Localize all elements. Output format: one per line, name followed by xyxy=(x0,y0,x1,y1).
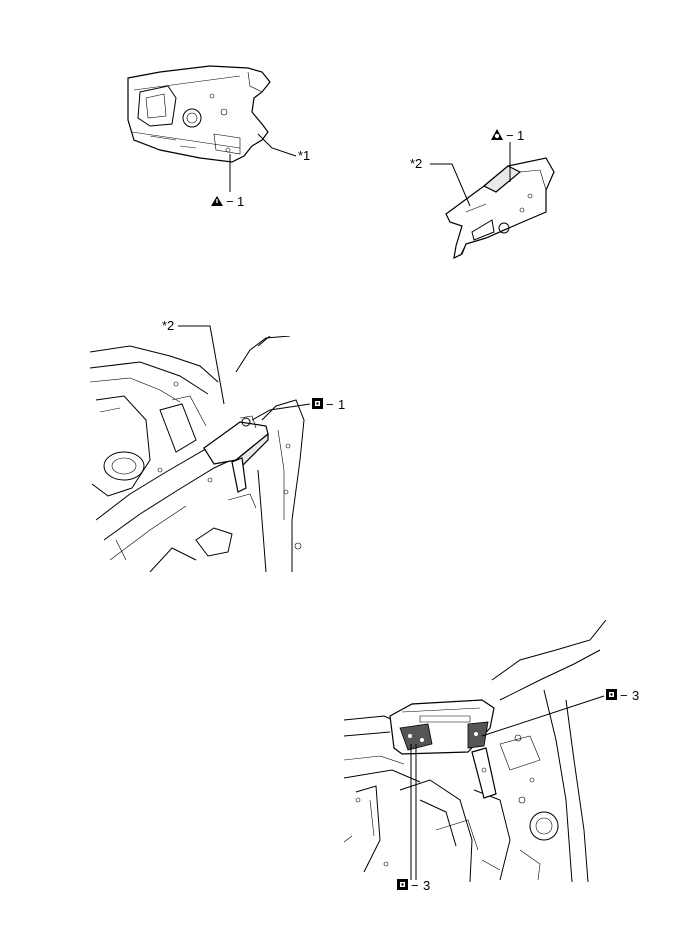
label-fig4-right-qty: 3 xyxy=(632,688,639,703)
square-weld-icon xyxy=(606,689,617,700)
spot-weld-triangle-icon xyxy=(491,129,503,140)
label-fig1-qty: 1 xyxy=(237,194,244,209)
label-fig2-part: *2 xyxy=(410,156,422,171)
dash-fig4-right: − xyxy=(620,688,628,703)
square-weld-icon xyxy=(312,398,323,409)
warning-triangle-icon xyxy=(211,196,223,206)
dash-fig2: − xyxy=(506,128,514,143)
label-fig3-part: *2 xyxy=(162,318,174,333)
leader-line-fig3-part xyxy=(178,325,225,405)
label-fig3-qty: 1 xyxy=(338,397,345,412)
label-fig2-qty: 1 xyxy=(517,128,524,143)
figure-4-body-structure xyxy=(344,620,606,882)
figure-1-part xyxy=(127,65,271,163)
leader-line-fig4-right xyxy=(481,695,605,737)
label-fig4-bottom-qty: 3 xyxy=(423,878,430,893)
leader-line-fig2-part xyxy=(430,163,471,207)
dash-fig3: − xyxy=(326,397,334,412)
label-fig1-part: *1 xyxy=(298,148,310,163)
dash-fig1: − xyxy=(226,194,234,209)
figure-2-part xyxy=(445,157,555,260)
leader-line-fig3-qty xyxy=(251,403,311,421)
figure-3-body-structure xyxy=(90,336,305,572)
leader-line-fig1-part xyxy=(257,133,297,157)
dash-fig4-bottom: − xyxy=(411,878,419,893)
square-weld-icon xyxy=(397,879,408,890)
